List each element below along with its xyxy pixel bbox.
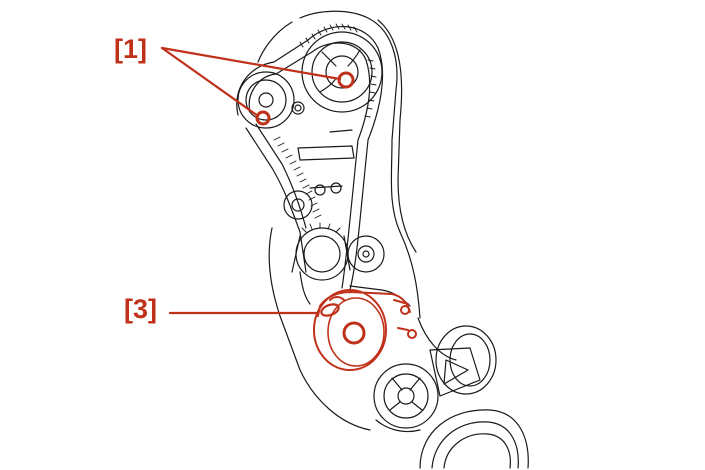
timing-cover-outline: [257, 10, 421, 319]
tensioner-hub: [342, 321, 366, 345]
callout-1-highlight-a: [337, 71, 355, 89]
camshaft-pulley-right-hub: [325, 55, 359, 89]
camshaft-pulley-left: [237, 71, 295, 129]
tensioner-bolt-a: [400, 305, 410, 315]
mid-bracket: [297, 129, 355, 161]
callout-label-3: [3]: [124, 294, 157, 324]
alternator-body: [435, 325, 497, 395]
tensioner-pulley: [313, 289, 387, 371]
tensioner-pulley-inner: [327, 297, 385, 367]
tensioner-slot: [320, 303, 340, 317]
idler-pulley-upper: [283, 190, 313, 220]
idler-pulley-right: [347, 235, 385, 273]
timing-belt-outer: [236, 26, 384, 291]
crankshaft-pulley: [419, 409, 529, 469]
timing-cover-right-edge: [377, 19, 417, 253]
tensioner-bolt-b: [407, 329, 417, 339]
camshaft-pulley-left-hub: [258, 92, 274, 108]
callout-label-1: [1]: [114, 34, 147, 64]
lower-housing: [268, 227, 457, 431]
callout-1-highlight-b: [255, 110, 271, 126]
belt-teeth: [273, 23, 377, 219]
camshaft-pulley-right-ring: [311, 41, 373, 103]
callout-1-leader-b: [160, 46, 260, 118]
callout-1-leader-a: [160, 46, 342, 81]
water-pump-pulley: [373, 363, 439, 429]
camshaft-pulley-left-ring: [245, 79, 287, 121]
camshaft-pulley-right: [301, 31, 383, 113]
